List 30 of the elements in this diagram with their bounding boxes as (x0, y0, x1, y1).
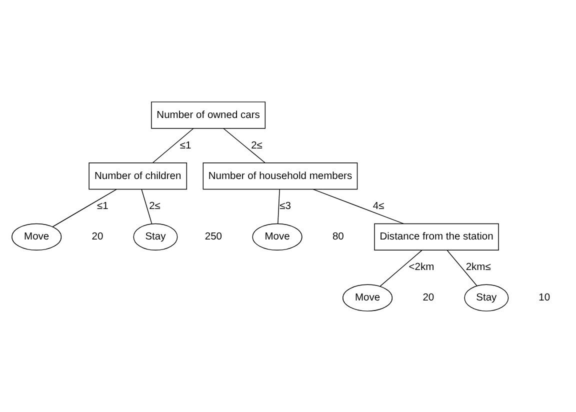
edge-label: ≤1 (180, 140, 192, 151)
node-ellipse: Move (12, 222, 62, 250)
node-label: 250 (204, 231, 222, 242)
node-label: 20 (92, 231, 104, 242)
connector (141, 188, 152, 224)
node-box: Number of owned cars (151, 101, 266, 128)
node-ellipse: Move (252, 222, 302, 250)
connector (52, 188, 117, 227)
edge-label: 4≤ (372, 200, 384, 212)
node-ellipse: Move (342, 284, 393, 311)
node-label: 20 (422, 292, 434, 304)
connector (278, 188, 280, 224)
node-label: 10 (538, 292, 550, 304)
edge-label: ≤1 (96, 200, 108, 212)
node-label: 80 (332, 231, 344, 242)
node-box: Number of household members (202, 162, 358, 190)
connector (446, 249, 478, 286)
node-ellipse: Stay (464, 284, 509, 311)
connector (152, 128, 194, 163)
edge-label: ≤3 (280, 200, 292, 212)
edge-label: 2≤ (251, 140, 262, 151)
connector (380, 249, 422, 286)
edge-label: <2km (408, 262, 434, 273)
connector (223, 128, 266, 163)
edge-label: 2≤ (149, 200, 160, 212)
node-box: Number of children (88, 162, 188, 190)
node-box: Distance from the station (374, 222, 499, 250)
edge-label: 2km≤ (466, 262, 491, 273)
connector (312, 188, 404, 224)
node-ellipse: Stay (133, 222, 178, 250)
